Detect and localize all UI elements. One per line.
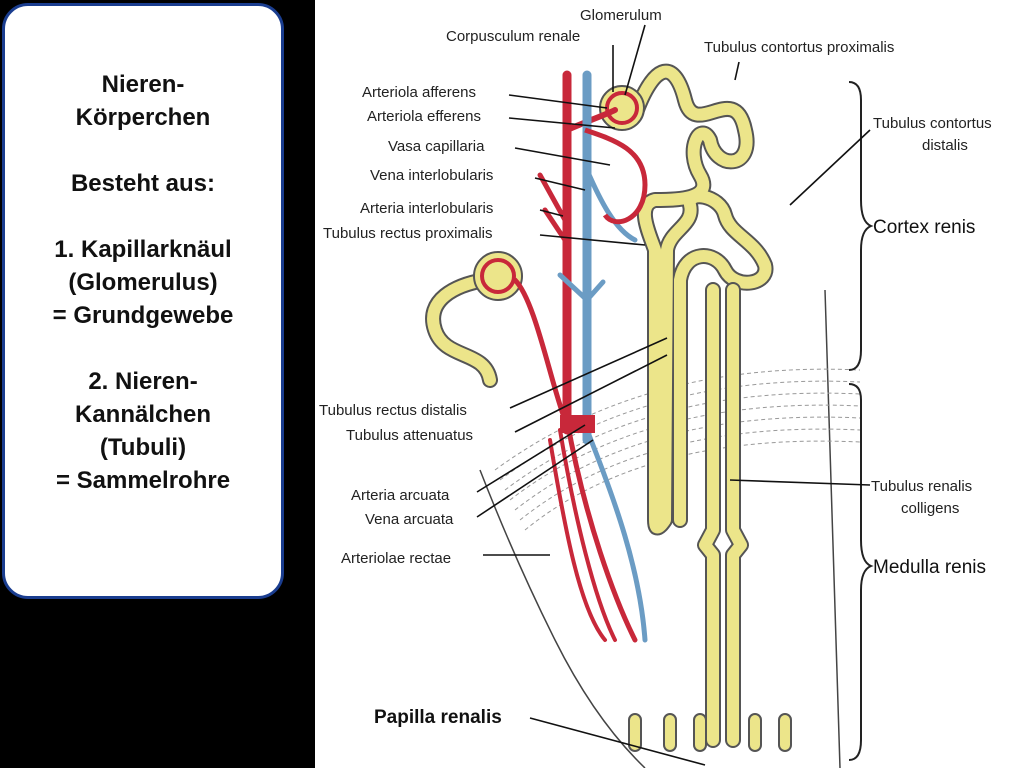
label-tubulus-renalis-colligens-line1: Tubulus renalis (871, 478, 972, 495)
nephron-illustration: Glomerulum Corpusculum renale Tubulus co… (319, 7, 992, 768)
text-card: Nieren- Körperchen Besteht aus: 1. Kapil… (2, 3, 284, 599)
label-cortex-renis: Cortex renis (873, 217, 975, 238)
label-tubulus-renalis-colligens-line2: colligens (901, 500, 959, 517)
label-arteria-arcuata: Arteria arcuata (351, 487, 450, 504)
tubules (425, 63, 792, 752)
kidney-outline-right (824, 289, 841, 768)
medulla-bracket (848, 383, 874, 761)
label-tubulus-contortus-distalis-line2: distalis (922, 137, 968, 154)
label-tubulus-attenuatus: Tubulus attenuatus (346, 427, 473, 444)
title-line-2: Körperchen (75, 104, 211, 131)
label-arteria-interlobularis: Arteria interlobularis (360, 200, 493, 217)
label-vasa-capillaria: Vasa capillaria (388, 138, 485, 155)
item-2-line-3: (Tubuli) (99, 434, 187, 461)
nephron-diagram: Glomerulum Corpusculum renale Tubulus co… (315, 0, 1024, 768)
item-2-line-4: = Sammelrohre (55, 467, 231, 494)
subtitle-line: Besteht aus: (70, 170, 216, 197)
glomerulum-lower-capillaries (480, 258, 516, 294)
label-medulla-renis: Medulla renis (873, 557, 986, 578)
item-1-line-1: 1. Kapillarknäul (54, 236, 232, 263)
label-tubulus-rectus-proximalis: Tubulus rectus proximalis (323, 225, 493, 242)
item-1-line-2: (Glomerulus) (68, 269, 218, 296)
label-glomerulum: Glomerulum (580, 7, 662, 24)
title-line-1: Nieren- (101, 71, 185, 98)
label-papilla-renalis: Papilla renalis (374, 707, 502, 728)
veins (557, 70, 648, 643)
label-tubulus-contortus-proximalis: Tubulus contortus proximalis (704, 39, 894, 56)
label-arteriola-afferens: Arteriola afferens (362, 84, 476, 101)
label-vena-interlobularis: Vena interlobularis (370, 167, 493, 184)
leader-lines (476, 24, 871, 766)
label-vena-arcuata: Vena arcuata (365, 511, 454, 528)
label-tubulus-rectus-distalis: Tubulus rectus distalis (319, 402, 467, 419)
vasa-capillaria-loop (584, 127, 648, 225)
label-tubulus-contortus-distalis-line1: Tubulus contortus (873, 115, 992, 132)
label-corpusculum-renale: Corpusculum renale (446, 28, 580, 45)
label-arteriolae-rectae: Arteriolae rectae (341, 550, 451, 567)
label-arteriola-efferens: Arteriola efferens (367, 108, 481, 125)
item-1-line-3: = Grundgewebe (52, 302, 234, 329)
arcuate-junction (560, 415, 595, 433)
cortex-bracket (848, 81, 874, 371)
item-2-line-1: 2. Nieren- (88, 368, 198, 395)
kidney-outline-left (479, 469, 646, 768)
arteries (512, 70, 638, 643)
item-2-line-2: Kannälchen (74, 401, 212, 428)
